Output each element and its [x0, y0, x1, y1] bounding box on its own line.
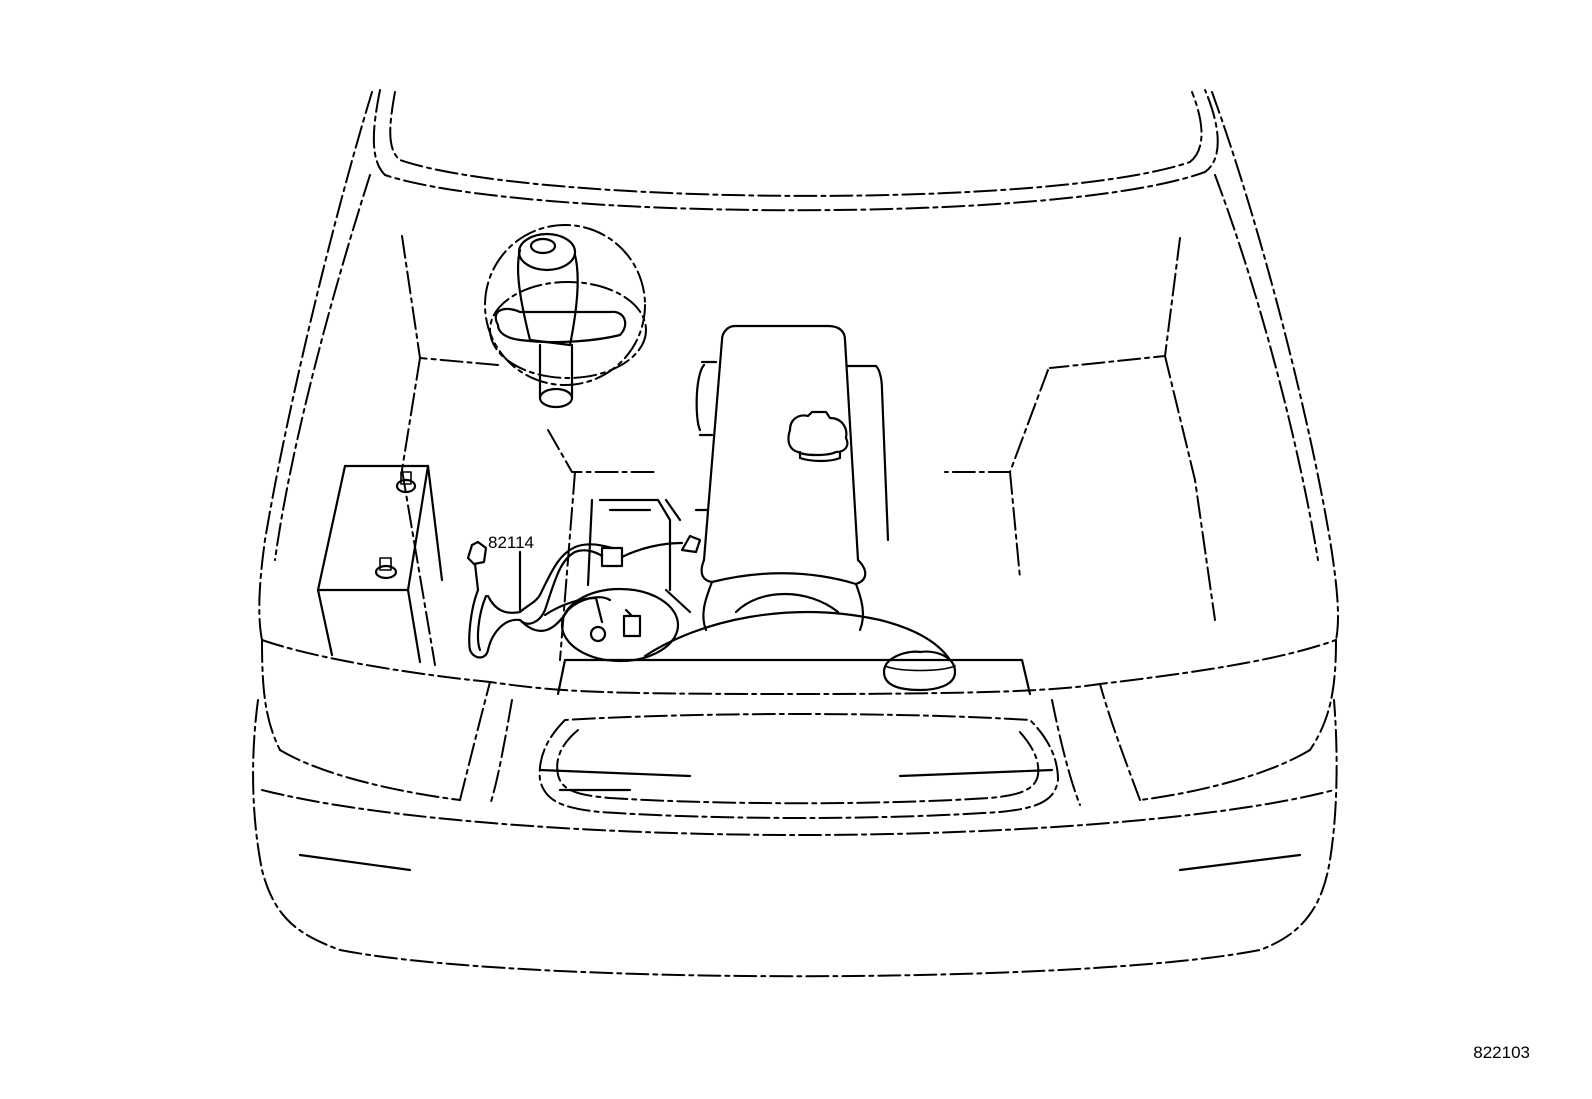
wire-harness	[466, 540, 684, 659]
part-number-label: 82114	[488, 533, 534, 552]
engine-block	[556, 324, 1032, 696]
vehicle-body-outline	[252, 89, 1339, 978]
brake-booster	[484, 224, 647, 409]
battery	[316, 464, 444, 664]
alternator	[560, 534, 702, 663]
figure-id-label: 822103	[1473, 1043, 1530, 1062]
inner-fender-aprons	[401, 235, 1216, 666]
part-callout: 82114	[488, 533, 534, 612]
